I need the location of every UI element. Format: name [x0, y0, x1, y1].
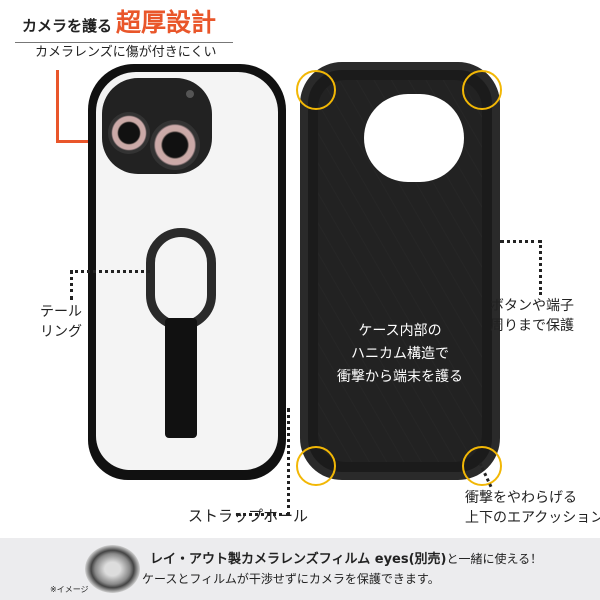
button-callout-line	[500, 240, 542, 295]
label-air-cushion: 衝撃をやわらげる上下のエアクッション	[465, 488, 600, 528]
headline: カメラを護る超厚設計	[22, 6, 216, 43]
label-line: 周りまで保護	[490, 318, 574, 334]
text-line: 衝撃から端末を護る	[337, 369, 463, 385]
label-line: テール	[40, 304, 82, 320]
strap-callout-line	[236, 408, 290, 516]
divider	[15, 42, 233, 43]
label-line: ボタンや端子	[490, 298, 574, 314]
label-strap-hole: ストラップホール	[188, 507, 309, 525]
label-line: リング	[40, 324, 82, 340]
label-tail-ring: テールリング	[40, 302, 82, 342]
corner-highlight	[462, 70, 502, 110]
flash	[186, 90, 194, 98]
footer-line-1: レイ・アウト製カメラレンズフィルム eyes(別売)と一緒に使える！	[150, 548, 542, 567]
corner-highlight	[296, 70, 336, 110]
text-line: ハニカム構造で	[351, 346, 449, 362]
footer-line-2: ケースとフィルムが干渉せずにカメラを保護できます。	[142, 572, 440, 586]
label-line: 上下のエアクッション	[465, 510, 600, 526]
headline-prefix: カメラを護る	[22, 17, 113, 35]
camera-callout-line	[56, 70, 59, 142]
honeycomb-text: ケース内部のハニカム構造で衝撃から端末を護る	[330, 320, 470, 389]
tail-ring	[146, 228, 216, 330]
corner-highlight	[296, 446, 336, 486]
camera-lens	[108, 112, 150, 154]
label-line: 衝撃をやわらげる	[465, 490, 577, 506]
corner-highlight	[462, 446, 502, 486]
headline-emphasis: 超厚設計	[116, 8, 217, 37]
ring-callout-line	[70, 270, 150, 300]
text-line: ケース内部の	[358, 323, 442, 339]
lens-film-illustration	[85, 545, 140, 593]
headline-sub: カメラレンズに傷が付きにくい	[35, 45, 217, 60]
camera-cutout	[364, 94, 464, 182]
camera-lens	[150, 120, 200, 170]
label-button-port: ボタンや端子周りまで保護	[490, 296, 574, 336]
product-name: レイ・アウト製カメラレンズフィルム eyes(別売)	[150, 552, 447, 567]
footer-line-1-rest: と一緒に使える！	[446, 552, 543, 566]
image-note: ※イメージ	[50, 585, 89, 594]
ring-strap	[165, 318, 197, 438]
camera-callout-line	[56, 140, 108, 143]
